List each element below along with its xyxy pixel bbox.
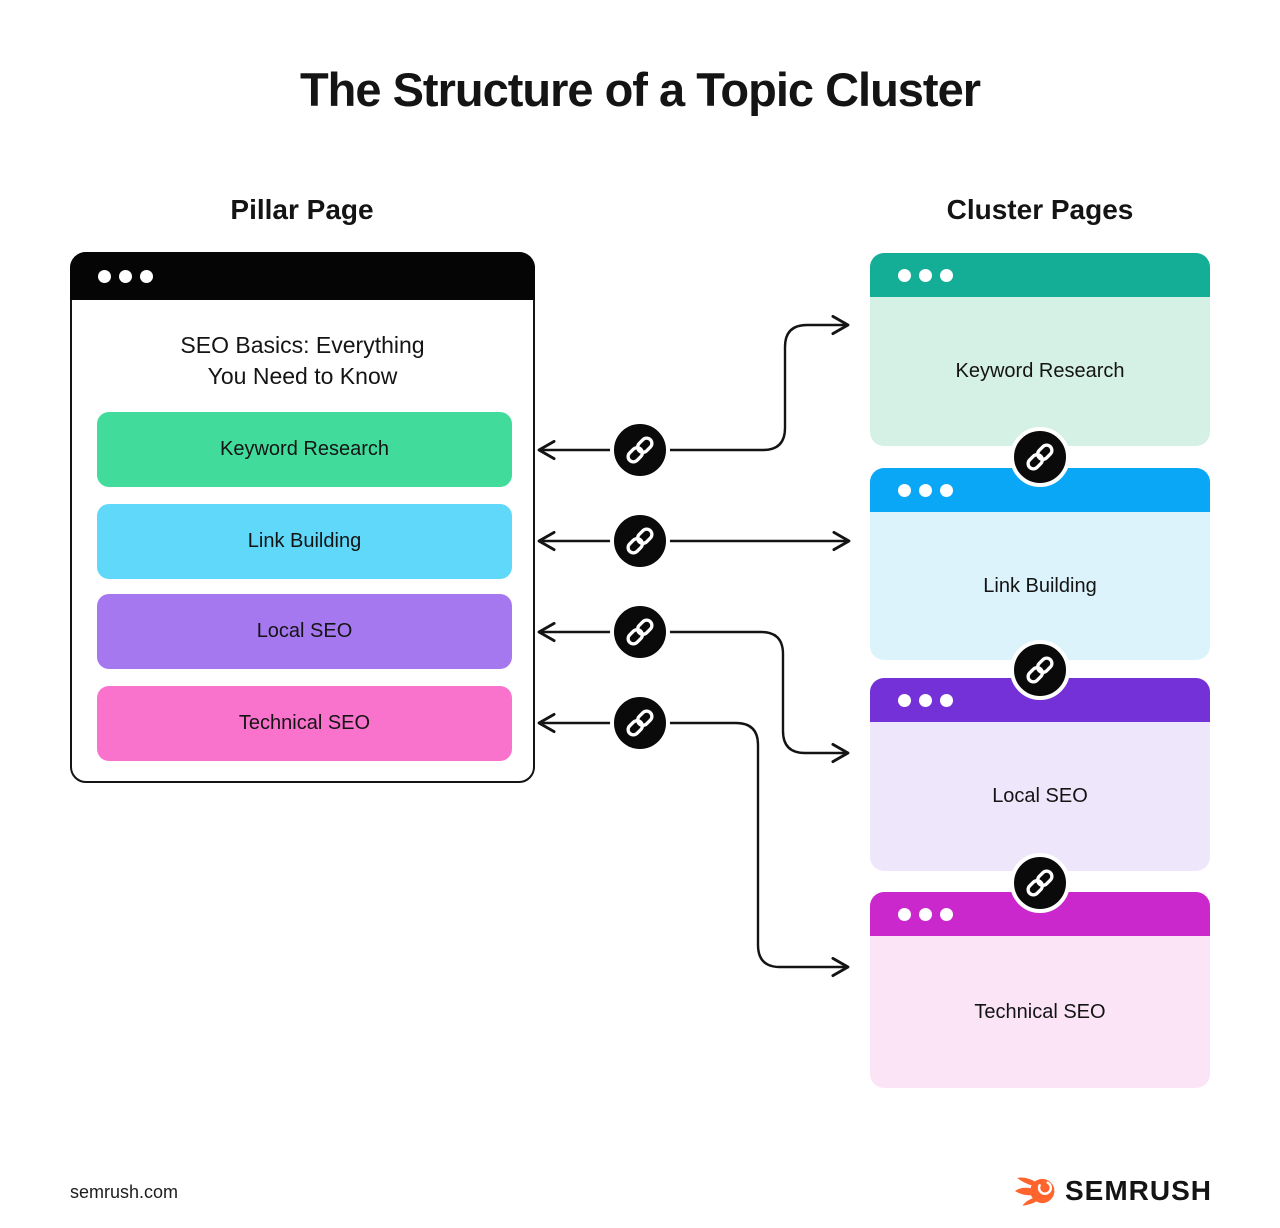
chain-link-icon <box>610 602 670 662</box>
arrow-local-seo <box>537 621 850 764</box>
window-dot-icon <box>940 483 953 497</box>
window-dot-icon <box>919 693 932 707</box>
window-dot-icon <box>898 268 911 282</box>
chain-link-icon <box>1010 427 1070 487</box>
pillar-window-titlebar <box>70 252 535 300</box>
cluster-card-keyword-research: Keyword Research <box>870 253 1210 446</box>
window-dot-icon <box>898 693 911 707</box>
window-dot-icon <box>898 483 911 497</box>
chain-link-icon <box>1010 640 1070 700</box>
pillar-link-local-seo: Local SEO <box>97 594 512 669</box>
cluster-pages-label: Cluster Pages <box>946 194 1134 225</box>
cluster-card-label: Keyword Research <box>870 297 1210 446</box>
chain-link-icon <box>610 511 670 571</box>
arrow-keyword-research <box>537 314 850 461</box>
window-dot-icon <box>898 907 911 921</box>
cluster-card-link-building: Link Building <box>870 468 1210 660</box>
cluster-card-label: Technical SEO <box>870 936 1210 1088</box>
chain-link-icon <box>1010 853 1070 913</box>
window-dot-icon <box>919 483 932 497</box>
window-dot-icon <box>919 268 932 282</box>
cluster-card-technical-seo: Technical SEO <box>870 892 1210 1088</box>
window-dot-icon <box>940 907 953 921</box>
chain-link-icon <box>610 693 670 753</box>
window-dot-icon <box>919 907 932 921</box>
page-title: The Structure of a Topic Cluster <box>299 63 981 116</box>
window-dot-icon <box>140 269 153 283</box>
pillar-page-label: Pillar Page <box>230 194 374 225</box>
window-dot-icon <box>98 269 111 283</box>
pillar-link-link-building: Link Building <box>97 504 512 579</box>
semrush-wordmark: SEMRUSH <box>1064 1175 1212 1206</box>
cluster-card-label: Link Building <box>870 512 1210 660</box>
window-dot-icon <box>119 269 132 283</box>
pillar-page-heading: SEO Basics: Everything You Need to Know <box>180 332 425 389</box>
chain-link-icon <box>610 420 670 480</box>
cluster-card-label: Local SEO <box>870 722 1210 871</box>
window-dot-icon <box>940 693 953 707</box>
window-dot-icon <box>940 268 953 282</box>
arrow-technical-seo <box>537 712 850 978</box>
semrush-logo: SEMRUSH <box>1014 1170 1212 1212</box>
pillar-link-technical-seo: Technical SEO <box>97 686 512 761</box>
cluster-card-local-seo: Local SEO <box>870 678 1210 871</box>
footer-site-url: semrush.com <box>70 1182 179 1202</box>
cluster-card-titlebar <box>870 253 1210 297</box>
semrush-flame-icon <box>1014 1177 1055 1206</box>
pillar-link-keyword-research: Keyword Research <box>97 412 512 487</box>
pillar-page-window: SEO Basics: Everything You Need to Know … <box>70 252 535 783</box>
